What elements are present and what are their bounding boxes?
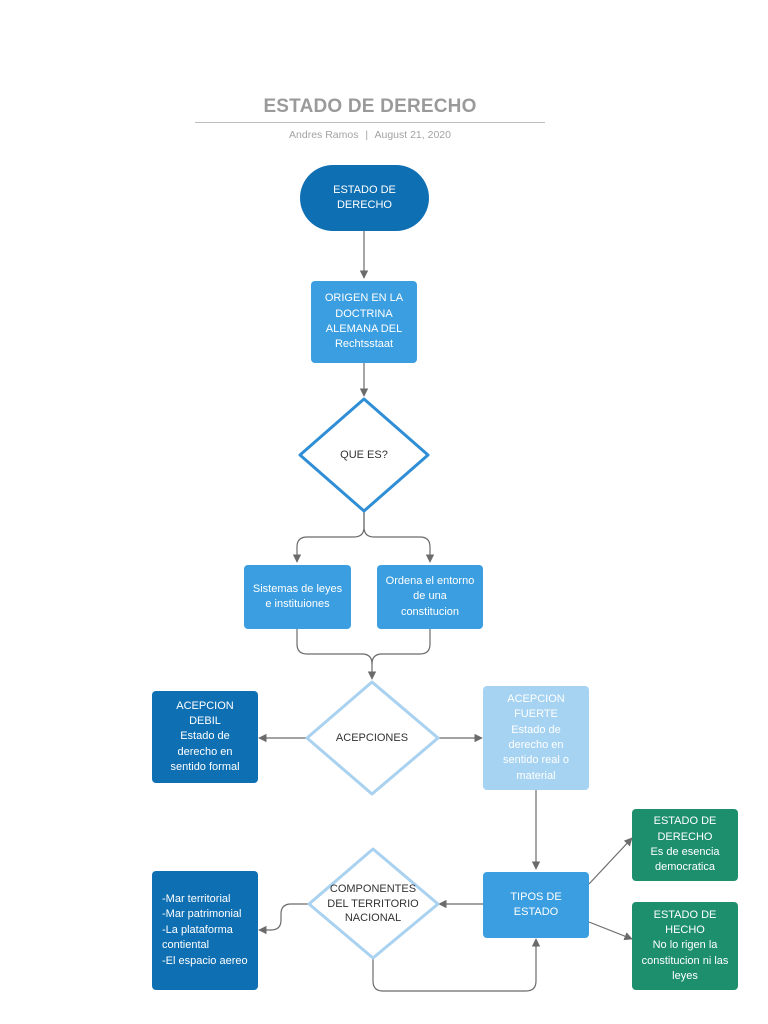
edge-componentes-to-territorio: [258, 903, 309, 935]
origen-label: ORIGEN EN LA DOCTRINA ALEMANA DEL Rechts…: [324, 292, 404, 351]
acepcion-fuerte-node: ACEPCION FUERTE Estado de derecho en sen…: [483, 686, 589, 790]
estado-de-derecho-start-node: ESTADO DE DERECHO: [300, 165, 429, 231]
acepcion-fuerte-label: ACEPCION FUERTE Estado de derecho en sen…: [502, 692, 570, 782]
que-es-label: QUE ES?: [340, 448, 388, 461]
estado-derecho-democratica-node: ESTADO DE DERECHO Es de esencia democrat…: [632, 809, 738, 881]
componentes-diamond-shape: [307, 847, 440, 960]
estado-de-derecho-start-label: ESTADO DE DERECHO: [333, 183, 396, 211]
estado-hecho-node: ESTADO DE HECHO No lo rigen la constituc…: [632, 902, 738, 990]
byline: Andres Ramos | August 21, 2020: [0, 129, 740, 141]
acepciones-diamond-shape: [305, 680, 440, 796]
acepcion-debil-label: ACEPCION DEBIL Estado de derecho en sent…: [170, 699, 240, 774]
origen-node: ORIGEN EN LA DOCTRINA ALEMANA DEL Rechts…: [311, 281, 417, 363]
acepciones-label: ACEPCIONES: [335, 731, 409, 744]
ordena-label: Ordena el entorno de una constitucion: [385, 574, 475, 618]
edge-quees-to-sistemas: [292, 511, 365, 563]
page-title: ESTADO DE DERECHO: [263, 96, 477, 117]
byline-separator: |: [365, 129, 369, 141]
territorio-list-label: -Mar territorial -Mar patrimonial -La pl…: [162, 893, 248, 967]
territorio-list-node: -Mar territorial -Mar patrimonial -La pl…: [152, 871, 258, 990]
ordena-node: Ordena el entorno de una constitucion: [377, 565, 483, 629]
edge-sistemas-to-acepciones: [296, 629, 377, 680]
tipos-de-estado-label: TIPOS DE ESTADO: [510, 890, 562, 918]
publish-date: August 21, 2020: [374, 129, 451, 141]
title-divider: [195, 122, 545, 123]
edge-componentes-loop-to-tipos: [372, 938, 541, 992]
estado-derecho-democratica-label: ESTADO DE DERECHO Es de esencia democrat…: [650, 815, 720, 874]
tipos-de-estado-node: TIPOS DE ESTADO: [483, 872, 589, 938]
sistemas-node: Sistemas de leyes e instituiones: [244, 565, 351, 629]
componentes-label: COMPONENTES DEL TERRITORIO NACIONAL: [327, 882, 419, 925]
edge-ordena-to-acepciones: [371, 629, 431, 665]
edge-quees-to-ordena: [363, 511, 435, 563]
author-name: Andres Ramos: [289, 129, 359, 141]
que-es-diamond-shape: [298, 397, 430, 513]
sistemas-label: Sistemas de leyes e instituiones: [252, 582, 343, 610]
acepcion-debil-node: ACEPCION DEBIL Estado de derecho en sent…: [152, 691, 258, 783]
edge-tipos-to-derecho: [588, 837, 633, 885]
estado-hecho-label: ESTADO DE HECHO No lo rigen la constituc…: [641, 908, 729, 983]
edge-tipos-to-hecho: [588, 921, 633, 941]
